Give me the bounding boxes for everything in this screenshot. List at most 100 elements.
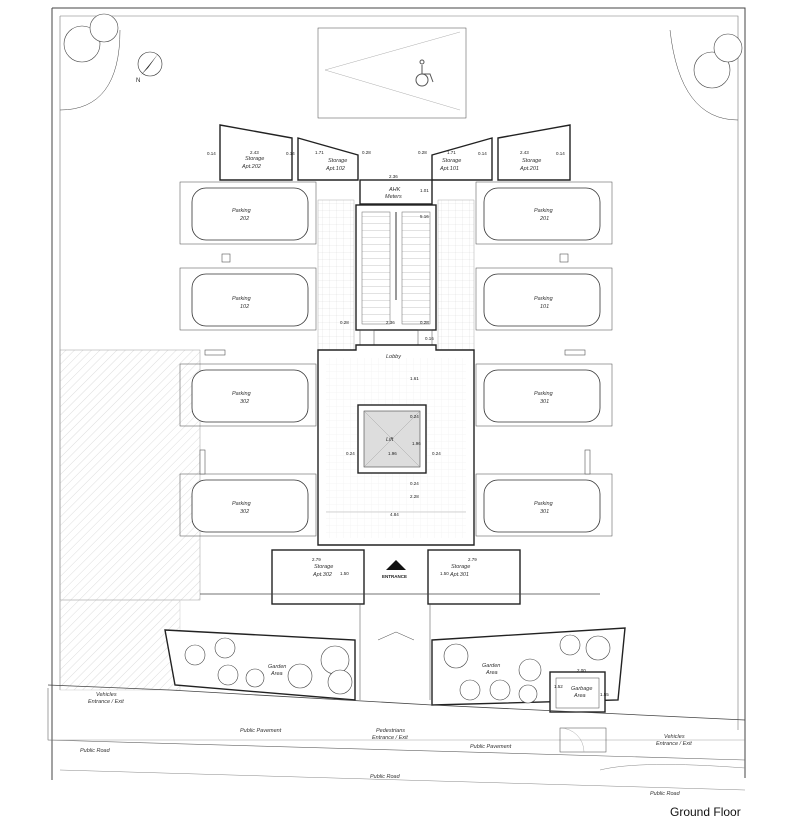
svg-text:Apt.201: Apt.201 — [519, 166, 539, 172]
svg-text:Area: Area — [485, 670, 498, 676]
svg-text:2.36: 2.36 — [389, 174, 398, 179]
lift-shaft: Lift 1.96 1.96 0.24 0.24 0.24 0.24 — [346, 404, 441, 486]
svg-text:Storage: Storage — [442, 158, 461, 164]
svg-text:2.79: 2.79 — [312, 557, 321, 562]
svg-text:0.24: 0.24 — [432, 451, 441, 456]
svg-text:0.14: 0.14 — [478, 151, 487, 156]
svg-text:Storage: Storage — [245, 156, 264, 162]
svg-text:301: 301 — [540, 509, 549, 515]
svg-text:1.96: 1.96 — [412, 441, 421, 446]
svg-text:0.24: 0.24 — [346, 451, 355, 456]
paving-right — [437, 199, 475, 351]
svg-text:Storage: Storage — [522, 158, 541, 164]
svg-text:0.24: 0.24 — [410, 481, 419, 486]
svg-text:Area: Area — [573, 693, 586, 699]
svg-text:4.84: 4.84 — [390, 512, 399, 517]
svg-text:301: 301 — [540, 399, 549, 405]
entrance-marker: ENTRANCE — [382, 560, 407, 579]
public-road-label: Public Road — [80, 748, 111, 754]
svg-text:Parking: Parking — [534, 391, 554, 397]
svg-text:Apt.102: Apt.102 — [325, 166, 345, 172]
svg-text:102: 102 — [240, 304, 249, 310]
site-boundary — [51, 7, 746, 780]
svg-text:101: 101 — [540, 304, 549, 310]
svg-text:AHK: AHK — [388, 187, 401, 193]
north-arrow: N — [136, 51, 163, 84]
svg-text:Storage: Storage — [314, 564, 333, 570]
parking-bay-302-a: Parking 302 — [179, 363, 317, 427]
entrance-path — [359, 604, 431, 700]
storage-unit-apt301: 2.79 Storage Apt.301 1.50 — [427, 549, 521, 605]
parking-bay-102: Parking 102 — [179, 267, 317, 331]
svg-text:0.28: 0.28 — [340, 320, 349, 325]
storage-unit-apt101: Storage Apt.101 1.71 0.28 — [418, 137, 493, 181]
svg-text:2.43: 2.43 — [250, 150, 259, 155]
svg-text:Parking: Parking — [232, 391, 252, 397]
gate — [559, 727, 607, 753]
svg-text:2.00: 2.00 — [577, 668, 586, 673]
svg-text:Garbage: Garbage — [571, 686, 592, 692]
svg-text:0.28: 0.28 — [362, 150, 371, 155]
svg-text:1.61: 1.61 — [410, 376, 419, 381]
public-road-label: Public Road — [650, 791, 681, 797]
svg-text:0.24: 0.24 — [410, 414, 419, 419]
svg-text:Garden: Garden — [482, 663, 500, 669]
bollard-markers — [199, 253, 591, 475]
svg-text:0.14: 0.14 — [207, 151, 216, 156]
svg-text:ENTRANCE: ENTRANCE — [382, 574, 407, 579]
svg-text:Parking: Parking — [232, 296, 252, 302]
parking-bay-301-a: Parking 301 — [475, 363, 613, 427]
garbage-area: Garbage Area 2.00 1.52 1.55 — [549, 668, 609, 713]
svg-text:Parking: Parking — [534, 501, 554, 507]
pedestrians-entrance: Pedestrians — [376, 728, 405, 734]
svg-text:302: 302 — [240, 399, 249, 405]
parking-bay-201: Parking 201 — [475, 181, 613, 245]
svg-text:Apt.301: Apt.301 — [449, 572, 469, 578]
svg-text:0.16: 0.16 — [425, 336, 434, 341]
svg-text:Garden: Garden — [268, 664, 286, 670]
pedestrians-entrance-2: Entrance / Exit — [372, 735, 408, 741]
svg-text:202: 202 — [239, 216, 249, 222]
disabled-parking-bay — [317, 27, 467, 119]
svg-text:Apt.302: Apt.302 — [312, 572, 332, 578]
vehicles-entrance-right: Vehicles — [664, 734, 685, 740]
svg-text:Parking: Parking — [534, 208, 554, 214]
svg-text:Storage: Storage — [451, 564, 470, 570]
svg-text:Apt.101: Apt.101 — [439, 166, 459, 172]
lift-label: Lift — [386, 437, 394, 443]
hatched-area-bottom-left — [59, 599, 181, 691]
parking-bay-302-b: Parking 302 — [179, 473, 317, 537]
svg-text:0.14: 0.14 — [556, 151, 565, 156]
vehicles-entrance-left-2: Entrance / Exit — [88, 699, 124, 705]
svg-text:1.71: 1.71 — [447, 150, 456, 155]
drawing-title: Ground Floor — [670, 805, 741, 819]
svg-text:1.55: 1.55 — [600, 692, 609, 697]
public-pavement-label: Public Pavement — [240, 728, 282, 734]
north-label: N — [136, 78, 140, 84]
svg-text:Parking: Parking — [232, 208, 252, 214]
vehicles-entrance-left: Vehicles — [96, 692, 117, 698]
parking-bay-202: Parking 202 — [179, 181, 317, 245]
svg-text:1.96: 1.96 — [388, 451, 397, 456]
hatched-area-left — [59, 349, 201, 601]
stair-core: 5.16 2.36 0.28 0.28 0.16 — [340, 204, 437, 349]
svg-text:1.01: 1.01 — [420, 188, 429, 193]
public-pavement-label: Public Pavement — [470, 744, 512, 750]
svg-text:0.14: 0.14 — [286, 151, 295, 156]
svg-text:302: 302 — [240, 509, 249, 515]
ahk-meters-room: AHK Meters 2.36 1.01 — [359, 174, 433, 205]
svg-text:1.50: 1.50 — [340, 571, 349, 576]
svg-text:Parking: Parking — [232, 501, 252, 507]
svg-text:Parking: Parking — [534, 296, 554, 302]
svg-text:1.52: 1.52 — [554, 684, 563, 689]
storage-unit-apt201: Storage Apt.201 2.43 0.14 0.14 — [478, 124, 571, 181]
svg-text:0.28: 0.28 — [418, 150, 427, 155]
svg-text:5.16: 5.16 — [420, 214, 429, 219]
svg-text:1.71: 1.71 — [315, 150, 324, 155]
public-pavement — [47, 684, 746, 791]
storage-unit-apt302: 2.79 Storage Apt.302 1.50 — [271, 549, 365, 605]
garden-area-left: Garden Area — [164, 629, 356, 701]
svg-text:Meters: Meters — [385, 194, 402, 200]
svg-text:2.36: 2.36 — [386, 320, 395, 325]
